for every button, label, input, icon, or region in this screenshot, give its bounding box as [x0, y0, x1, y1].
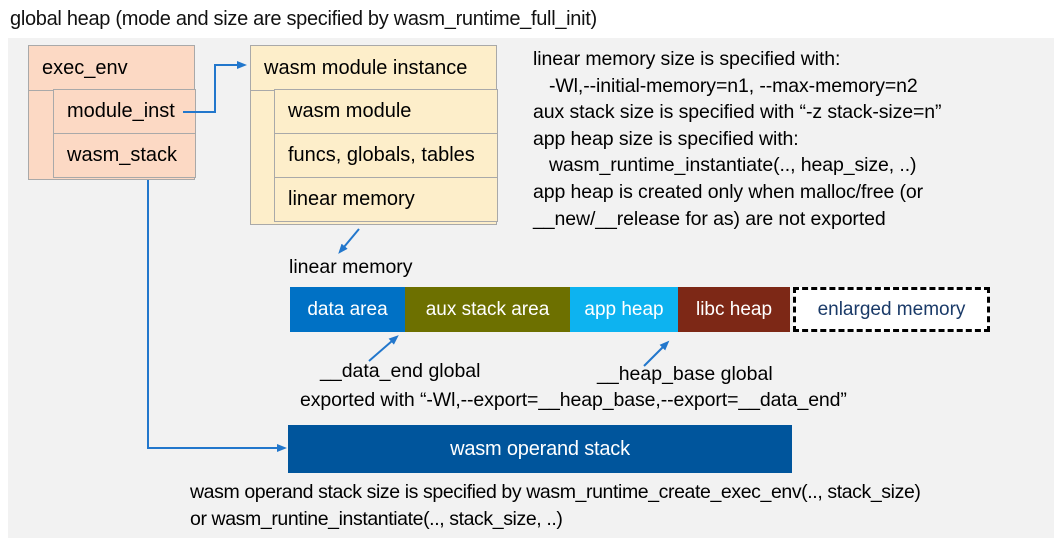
wasm-operand-stack-bar: wasm operand stack	[288, 425, 792, 473]
note-line: aux stack size is specified with “-z sta…	[533, 101, 942, 124]
note-line: __new/__release for as) are not exported	[533, 207, 886, 230]
module-instance-row: linear memory	[274, 177, 498, 222]
memory-segment-app-heap: app heap	[570, 287, 678, 332]
memory-segment-libc-heap: libc heap	[678, 287, 790, 332]
note-line: or wasm_runtine_instantiate(.., stack_si…	[190, 508, 563, 530]
memory-segment-enlarged-memory: enlarged memory	[793, 287, 990, 332]
page-title: global heap (mode and size are specified…	[10, 8, 597, 30]
note-line: wasm operand stack size is specified by …	[190, 481, 921, 503]
note-line: -Wl,--initial-memory=n1, --max-memory=n2	[533, 74, 918, 97]
wasm-operand-stack-label: wasm operand stack	[450, 437, 630, 460]
exec-env-header: exec_env	[29, 46, 194, 91]
module-instance-row: wasm module	[274, 89, 498, 134]
heap-base-global-label: __heap_base global	[597, 363, 773, 385]
note-line: linear memory size is specified with:	[533, 48, 841, 70]
notes-bottom: wasm operand stack size is specified by …	[190, 479, 921, 533]
note-line: app heap is created only when malloc/fre…	[533, 180, 924, 203]
memory-segment-data-area: data area	[290, 287, 405, 332]
note-line: app heap size is specified with:	[533, 127, 799, 150]
exec-env-row: wasm_stack	[53, 133, 196, 178]
memory-segment-aux-stack-area: aux stack area	[405, 287, 570, 332]
module-instance-header: wasm module instance	[251, 46, 496, 91]
notes-right: linear memory size is specified with: -W…	[533, 46, 942, 232]
exported-flags-label: exported with “-Wl,--export=__heap_base,…	[300, 389, 847, 411]
note-line: wasm_runtime_instantiate(.., heap_size, …	[533, 154, 917, 177]
linear-memory-label: linear memory	[289, 256, 413, 278]
exec-env-row: module_inst	[53, 89, 196, 134]
module-instance-row: funcs, globals, tables	[274, 133, 498, 178]
data-end-global-label: __data_end global	[320, 360, 481, 382]
